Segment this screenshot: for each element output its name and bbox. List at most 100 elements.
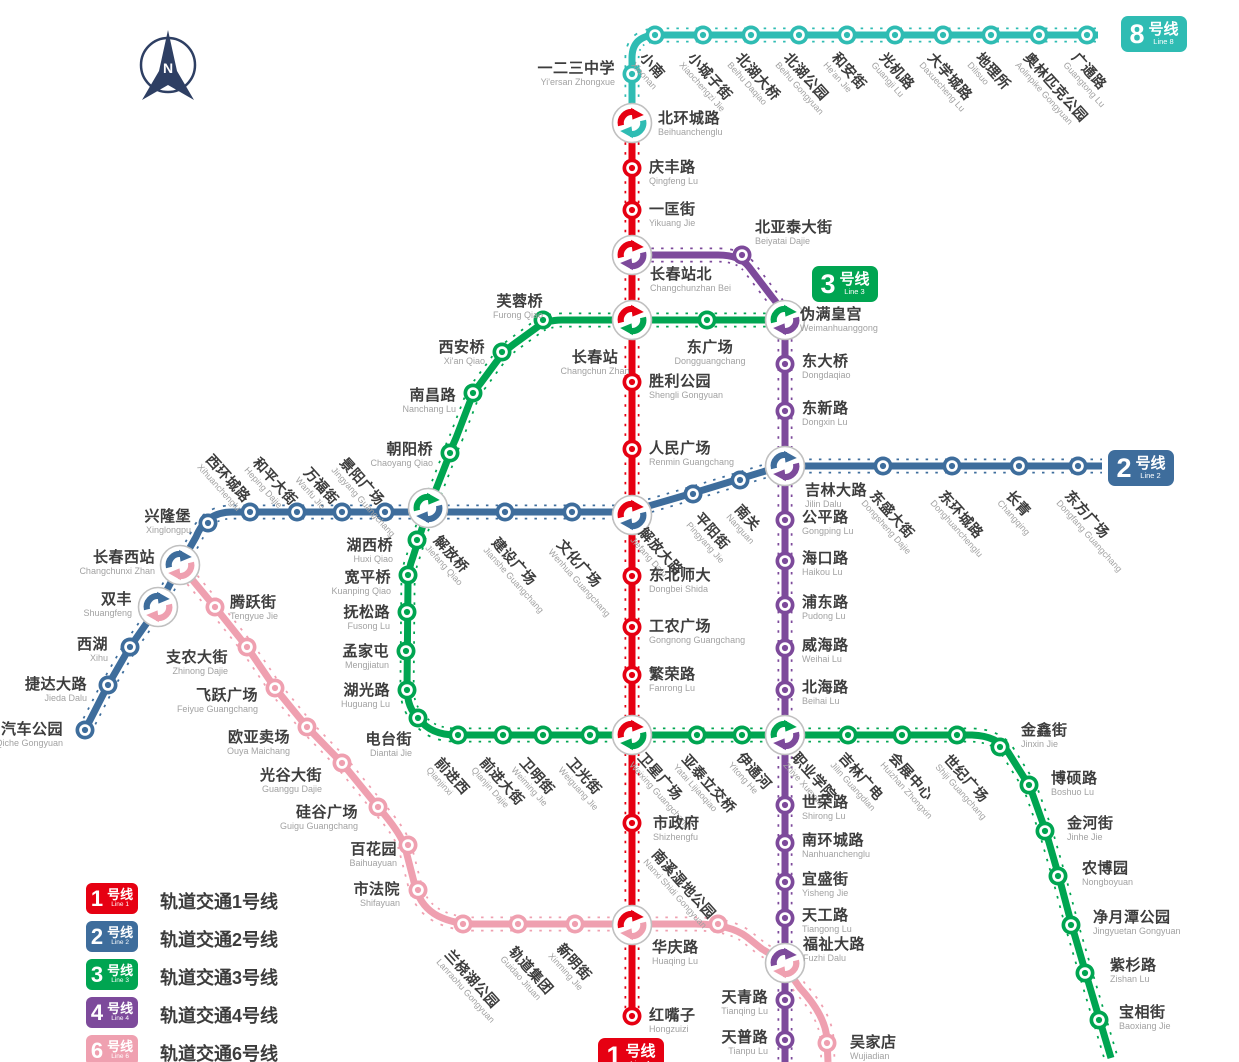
station-xihu	[120, 637, 140, 657]
station-beiyatai-dajie	[732, 245, 752, 265]
station-qingfeng-lu	[622, 158, 642, 178]
station-boshuo-lu	[1019, 775, 1039, 795]
legend-label-line1: 轨道交通1号线	[160, 892, 279, 912]
line-number: 4	[90, 999, 104, 1025]
station-weiguang-jie	[580, 725, 600, 745]
station-xinglongpu	[198, 513, 218, 533]
station-jiefang-qiao	[407, 487, 449, 529]
line-number: 2	[90, 923, 104, 949]
station-fuzhi-dalu	[764, 942, 806, 984]
station-huaqing-lu	[611, 904, 653, 946]
station-shirong-lu	[775, 795, 795, 815]
legend-label-line3: 轨道交通3号线	[160, 968, 279, 988]
station-jinxin-jie	[990, 737, 1010, 757]
station-gongnong-guangchang	[622, 617, 642, 637]
station-xiaonan	[645, 25, 665, 45]
station-guidao-jituan	[508, 914, 528, 934]
line-number: 3	[820, 268, 836, 299]
line-number: 3	[90, 961, 104, 987]
station-kuanping-qiao	[398, 565, 418, 585]
station-guanggu-dajie	[332, 753, 352, 773]
station-he-an-jie	[837, 25, 857, 45]
station-yatai-lijiaoqiao	[687, 725, 707, 745]
station-weihai-lu	[775, 638, 795, 658]
station-yikuang-jie	[622, 200, 642, 220]
station-mengjiatun	[396, 641, 416, 661]
station-baoxiang-jie	[1089, 1010, 1109, 1030]
station-beihuanchenglu	[611, 102, 653, 144]
station-changqing	[1009, 456, 1029, 476]
station-gongping-lu	[775, 510, 795, 530]
station-jieda-dalu	[98, 675, 118, 695]
station-wujiadian	[817, 1033, 837, 1053]
station-baihuayuan	[398, 835, 418, 855]
station-dongdaqiao	[775, 354, 795, 374]
station-donghuanchenglu	[942, 456, 962, 476]
legend-label-line2: 轨道交通2号线	[160, 930, 279, 950]
compass-n-label: N	[163, 60, 173, 76]
station-qiche-gongyuan	[75, 720, 95, 740]
station-shiji-guangchang	[947, 725, 967, 745]
station-qianjinxi	[448, 725, 468, 745]
station-heping-dajie	[287, 502, 307, 522]
station-shengli-gongyuan	[622, 372, 642, 392]
station-huguang-lu	[397, 680, 417, 700]
station-jinhe-jie	[1035, 821, 1055, 841]
station-jiefang-dalu	[611, 494, 653, 536]
line-number: 6	[90, 1037, 104, 1062]
station-feiyue-guangchang	[265, 678, 285, 698]
station-furong-qiao	[533, 310, 553, 330]
station-renmin-guangchang	[622, 439, 642, 459]
station-jingyuetan-gongyuan	[1061, 915, 1081, 935]
station-changchunxi-zhan	[159, 544, 201, 586]
legend-label-line4: 轨道交通4号线	[160, 1006, 279, 1026]
station-dongfang-guangchang	[1068, 456, 1088, 476]
station-xinming-jie	[565, 914, 585, 934]
station-nanhuanchenglu	[775, 833, 795, 853]
station-haikou-lu	[775, 551, 795, 571]
station-diantai-jie	[408, 708, 428, 728]
station-yi-ersan-zhongxue	[622, 64, 642, 84]
